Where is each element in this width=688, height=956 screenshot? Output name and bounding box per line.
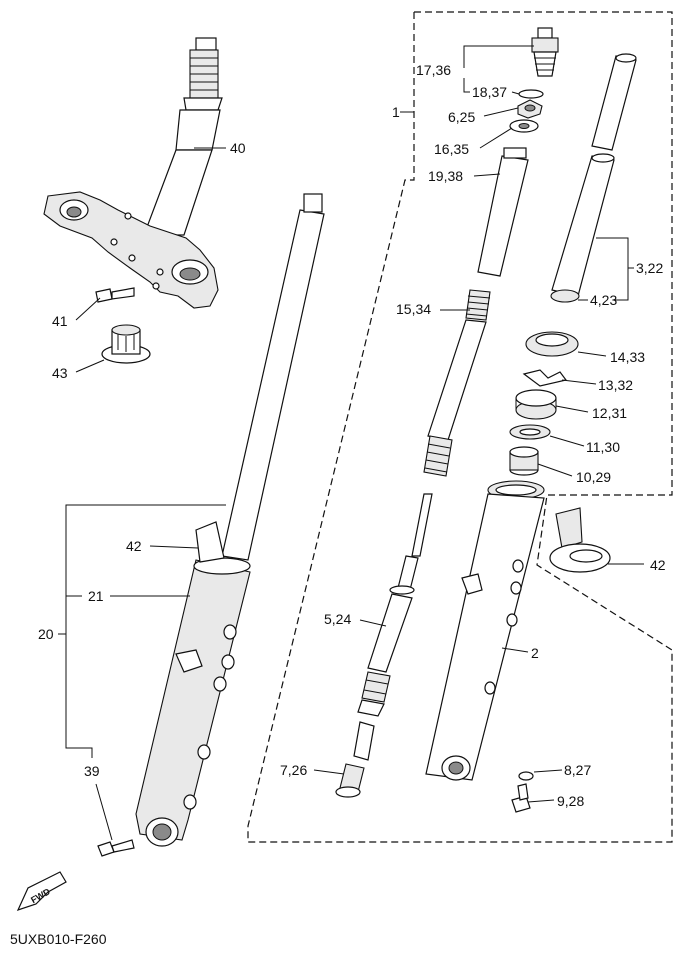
dust-seal-14-part (525, 331, 579, 357)
fork-spring-15-part (423, 289, 491, 477)
label-19-38: 19,38 (428, 168, 463, 184)
clip-13-part (522, 369, 568, 387)
bolt-41-part (95, 287, 135, 303)
bolt-9-part (511, 783, 531, 813)
washer-11-part (509, 424, 551, 440)
label-18-37: 18,37 (472, 84, 507, 100)
label-43: 43 (52, 365, 68, 381)
spacer-19-part (477, 147, 529, 277)
label-21: 21 (88, 588, 104, 604)
label-14-33: 14,33 (610, 349, 645, 365)
label-9-28: 9,28 (557, 793, 584, 809)
label-15-34: 15,34 (396, 301, 431, 317)
label-42-left: 42 (126, 538, 142, 554)
label-41: 41 (52, 313, 68, 329)
label-4-23: 4,23 (590, 292, 617, 308)
label-16-35: 16,35 (434, 141, 469, 157)
nut-6-part (517, 99, 543, 119)
damper-rod-5-part (357, 493, 433, 717)
label-17-36: 17,36 (416, 62, 451, 78)
label-12-31: 12,31 (592, 405, 627, 421)
label-1: 1 (392, 104, 400, 120)
steering-stem-part (143, 37, 223, 236)
label-7-26: 7,26 (280, 762, 307, 778)
label-3-22: 3,22 (636, 260, 663, 276)
washer-16-part (509, 119, 539, 133)
oil-seal-12-part (515, 389, 557, 420)
o-ring-18-part (518, 89, 544, 99)
label-6-25: 6,25 (448, 109, 475, 125)
washer-8-part (518, 771, 534, 781)
part-labels: 1 2 3,22 4,23 5,24 6,25 7,26 8,27 9,28 1… (38, 62, 666, 809)
inner-tube-3-part (550, 53, 637, 303)
label-39: 39 (84, 763, 100, 779)
label-11-30: 11,30 (586, 439, 620, 455)
label-10-29: 10,29 (576, 469, 611, 485)
bush-10-part (509, 446, 539, 476)
label-20: 20 (38, 626, 54, 642)
cap-bolt-17-part (531, 27, 559, 77)
diagram-code: 5UXB010-F260 (10, 931, 107, 947)
front-fork-assembled-part (97, 193, 325, 857)
fwd-arrow-icon: FWD (16, 871, 67, 912)
label-42-right: 42 (650, 557, 666, 573)
assembly-1-boundary (247, 11, 673, 843)
outer-tube-2-part (425, 480, 545, 781)
cylinder-comp-7-part (335, 721, 375, 798)
label-13-32: 13,32 (598, 377, 633, 393)
label-5-24: 5,24 (324, 611, 351, 627)
label-8-27: 8,27 (564, 762, 591, 778)
label-40: 40 (230, 140, 246, 156)
under-bracket-part (43, 191, 219, 309)
fork-cover-42-part (549, 507, 611, 573)
label-2: 2 (531, 645, 539, 661)
bearing-cap-43-part (101, 324, 151, 364)
leader-lines (58, 45, 644, 841)
